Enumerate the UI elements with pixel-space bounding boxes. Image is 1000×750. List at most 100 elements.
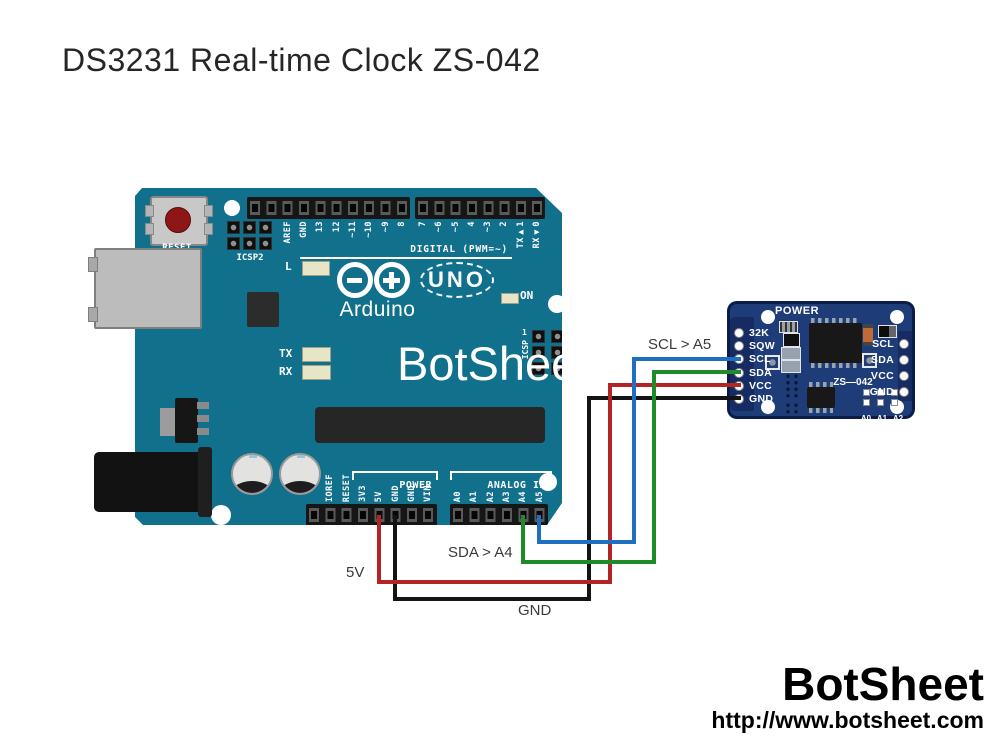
- ds3231-chip: [809, 323, 862, 363]
- plus-icon: [383, 278, 400, 283]
- wire-scl: [537, 357, 741, 544]
- jumper-label-text: A0: [860, 414, 872, 423]
- icsp2-label: ICSP2: [236, 253, 264, 263]
- module-pin-text: VCC: [870, 370, 894, 382]
- pin-label-text: ~9: [380, 221, 391, 233]
- ic-pins: [809, 408, 833, 413]
- regulator-leg: [197, 415, 209, 422]
- jumper-pad: [863, 399, 870, 406]
- module-pin: SQW: [733, 339, 793, 352]
- header-pin: [532, 330, 545, 343]
- footer-brand: BotSheet http://www.botsheet.com: [580, 660, 984, 734]
- module-pin-text: SCL: [872, 338, 894, 350]
- reset-button-cap[interactable]: [165, 207, 191, 233]
- header-pin: [243, 221, 256, 234]
- power-header: [306, 504, 437, 525]
- led-tx-label: TX: [279, 347, 293, 360]
- brand-logo-text: BotSheet: [782, 658, 984, 710]
- pin-label-text: 7: [418, 221, 429, 227]
- ic-pins: [809, 382, 833, 387]
- ic-pins: [811, 318, 860, 323]
- digital-section-label: DIGITAL (PWM=~): [410, 244, 508, 255]
- usb-interface-chip: [247, 292, 279, 327]
- jumper-label-text: A2: [892, 414, 904, 423]
- led-rx: [302, 365, 331, 380]
- module-pin: GND: [733, 393, 793, 406]
- page-title: DS3231 Real-time Clock ZS-042: [62, 42, 541, 78]
- module-pin: 32K: [733, 326, 793, 339]
- power-section-label: POWER: [399, 480, 432, 491]
- uno-model-text: UNO: [428, 267, 486, 292]
- pin-label: [263, 221, 279, 271]
- pin-label-text: 8: [396, 221, 407, 227]
- pin-label-text: RESET: [341, 473, 352, 502]
- pin-label-text: ~6: [434, 221, 445, 233]
- reset-button-tab: [145, 205, 154, 217]
- pin-label-text: ~10: [364, 221, 375, 238]
- module-power-label: POWER: [775, 305, 820, 317]
- reset-button-tab: [145, 223, 154, 235]
- capacitor: [231, 453, 273, 495]
- pin-label-text: A1: [469, 490, 480, 502]
- uno-badge: UNO: [420, 262, 494, 298]
- jumper-pad: [891, 399, 898, 406]
- header-pin: [227, 237, 240, 250]
- icsp2-header: [227, 221, 272, 250]
- pin-label-text: A3: [502, 490, 513, 502]
- ic-pins: [811, 363, 860, 368]
- resistor: [863, 324, 873, 346]
- icsp-pin1-label: 1: [522, 328, 527, 337]
- pin-label-text: 2: [499, 221, 510, 227]
- pin-label-text: A2: [485, 490, 496, 502]
- module-pin-text: SQW: [749, 339, 775, 352]
- module-pin: VCC: [733, 379, 793, 392]
- reset-button-tab: [204, 205, 213, 217]
- pin-label-text: GND: [299, 221, 310, 238]
- pin-label: [306, 453, 322, 502]
- header-pin: [259, 221, 272, 234]
- module-pin: VCC: [863, 368, 909, 384]
- minus-icon: [347, 278, 362, 283]
- pin-label-text: 5V: [374, 490, 385, 502]
- usb-connector: [88, 248, 202, 329]
- header-pin: [227, 221, 240, 234]
- pin-label: [247, 221, 263, 271]
- header-pin: [551, 330, 562, 343]
- mounting-hole: [761, 310, 775, 324]
- module-pin-text: 32K: [749, 326, 770, 339]
- pin-label: 12: [328, 221, 344, 271]
- pin-label-text: IOREF: [325, 473, 336, 502]
- pin-label: TX▶1: [513, 221, 529, 271]
- mounting-hole: [548, 295, 562, 313]
- pin-label-text: A5: [534, 490, 545, 502]
- analog-section-label: ANALOG IN: [487, 480, 546, 491]
- pin-label-text: ~11: [347, 221, 358, 238]
- analog-section-bracket: [450, 471, 552, 480]
- module-pin: SCL: [733, 353, 793, 366]
- arduino-brand-text: Arduino: [339, 298, 416, 321]
- jumper-label: A1: [874, 408, 890, 426]
- reset-button-tab: [204, 223, 213, 235]
- wire-label-sda: SDA > A4: [448, 544, 513, 561]
- atmega-chip: [315, 407, 545, 443]
- pin-label-text: ~5: [450, 221, 461, 233]
- led-tx: [302, 347, 331, 362]
- module-pin-text: SDA: [749, 366, 773, 379]
- mounting-hole: [890, 310, 904, 324]
- usb-tab: [88, 307, 98, 322]
- led-l: [302, 261, 330, 276]
- pin-label-text: AREF: [282, 221, 293, 244]
- brand-url: http://www.botsheet.com: [711, 707, 984, 734]
- led-l-label: L: [285, 260, 292, 273]
- eeprom-chip: [807, 387, 835, 408]
- module-pin-text: GND: [749, 393, 774, 406]
- module-pin: SCL: [863, 336, 909, 352]
- module-pin-text: VCC: [749, 379, 773, 392]
- jumper-label: A2: [890, 408, 906, 426]
- jumper-label: A0: [858, 408, 874, 426]
